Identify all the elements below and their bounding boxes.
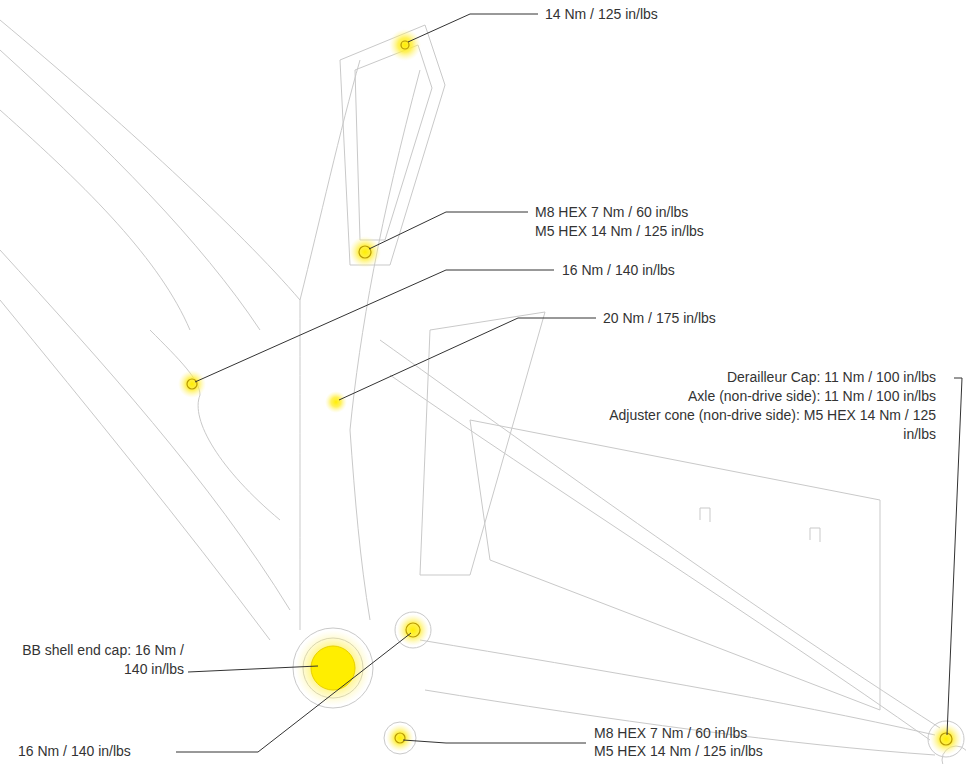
- bolt-head: [401, 41, 409, 49]
- bolt-head: [395, 733, 405, 743]
- torque-label: M5 HEX 14 Nm / 125 in/lbs: [594, 742, 763, 761]
- down-tube: [0, 250, 290, 610]
- torque-point-glow: [178, 370, 206, 398]
- torque-point-glow: [325, 391, 347, 413]
- down-tube: [150, 330, 280, 520]
- torque-label: 14 Nm / 125 in/lbs: [545, 5, 658, 24]
- seat-tube: [300, 60, 360, 300]
- torque-point-glow: [397, 614, 429, 646]
- seat-stay: [470, 420, 880, 710]
- leader-line: [408, 14, 538, 42]
- seat-tube: [350, 430, 370, 620]
- torque-label: 16 Nm / 140 in/lbs: [562, 261, 675, 280]
- torque-label: Adjuster cone (non-drive side): M5 HEX 1…: [606, 406, 936, 444]
- lower-pivot: [384, 722, 416, 754]
- torque-point-glow: [386, 724, 414, 752]
- torque-point-glow: [389, 29, 421, 61]
- seat-stay: [390, 375, 930, 740]
- bolt-head: [359, 246, 371, 258]
- bridge-tab: [700, 508, 820, 542]
- torque-label: M8 HEX 7 Nm / 60 in/lbs: [535, 203, 688, 222]
- top-tube: [0, 50, 260, 330]
- torque-label: Derailleur Cap: 11 Nm / 100 in/lbs: [727, 368, 936, 387]
- bottom-bracket: [293, 628, 373, 708]
- leader-line: [176, 633, 411, 752]
- shock: [420, 312, 545, 575]
- leader-line: [369, 212, 528, 249]
- leader-line: [339, 318, 596, 400]
- torque-point: [311, 646, 355, 690]
- rocker-link: [355, 45, 432, 240]
- leader-line: [188, 666, 318, 672]
- torque-label: BB shell end cap: 16 Nm / 140 in/lbs: [6, 641, 184, 679]
- bolt-head: [187, 379, 197, 389]
- torque-label: M5 HEX 14 Nm / 125 in/lbs: [535, 222, 704, 241]
- seat-tube: [350, 70, 420, 430]
- seat-stay: [380, 340, 940, 728]
- torque-label: 16 Nm / 140 in/lbs: [18, 742, 131, 761]
- dropout: [928, 721, 964, 757]
- torque-point-glow: [349, 236, 381, 268]
- torque-label: 20 Nm / 175 in/lbs: [603, 309, 716, 328]
- torque-label: Axle (non-drive side): 11 Nm / 100 in/lb…: [688, 387, 936, 406]
- seat-tube: [300, 300, 301, 630]
- torque-label: M8 HEX 7 Nm / 60 in/lbs: [594, 724, 747, 743]
- torque-point-glow: [930, 723, 962, 755]
- top-tube: [0, 110, 190, 330]
- leader-line: [947, 378, 962, 735]
- main-pivot: [395, 612, 431, 648]
- leader-line: [403, 740, 586, 743]
- torque-point-glow: [295, 630, 371, 706]
- chain-stay: [420, 640, 935, 735]
- rocker-link: [340, 25, 445, 265]
- bolt-head: [940, 733, 952, 745]
- top-tube: [0, 20, 300, 300]
